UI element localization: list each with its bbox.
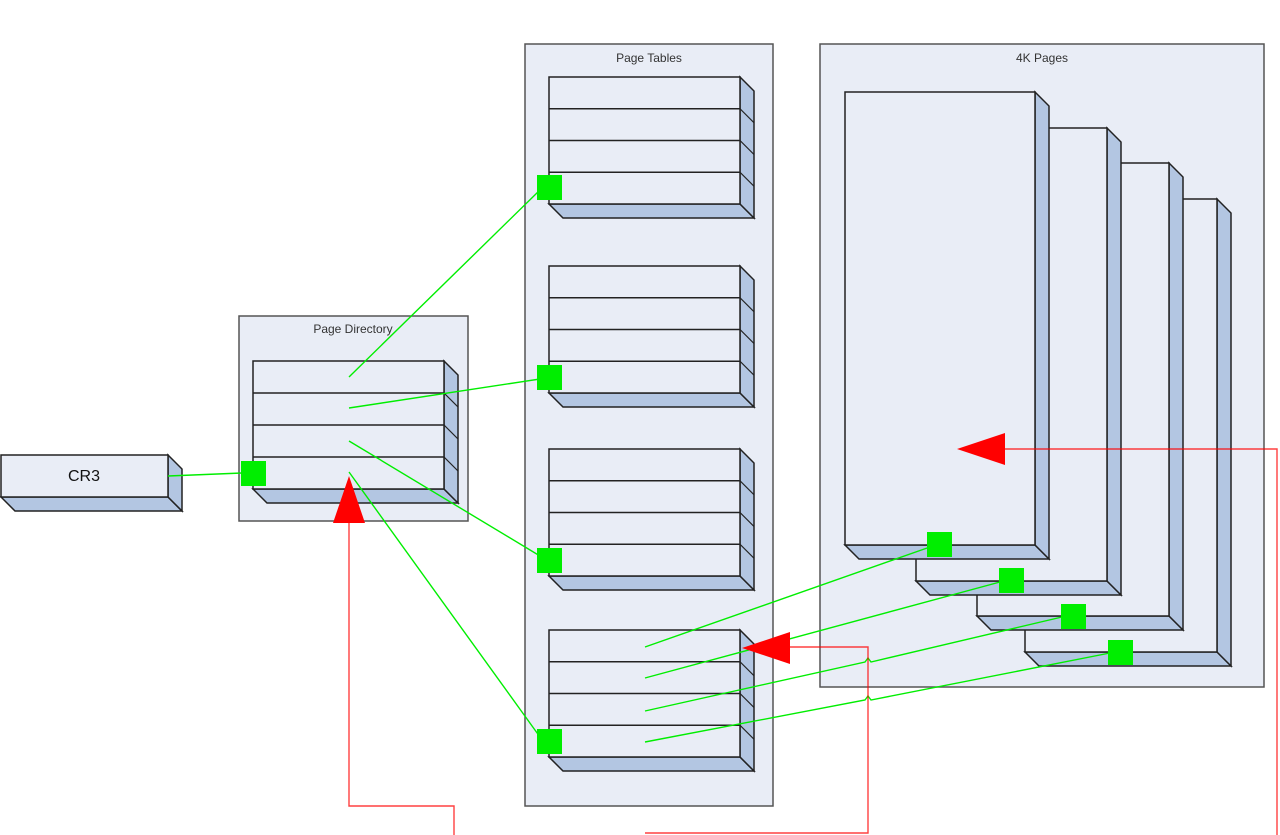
page-table-2-entry-divider [739,329,755,344]
page-table-1-bottom-face [547,203,756,219]
page-directory-title: Page Directory [313,322,392,336]
entry-pointer-marker [537,175,562,200]
page-table-4-entry-divider [739,661,755,677]
arrow-left-icon [742,632,790,664]
reference-line [1003,448,1278,835]
arrow-up-icon [333,476,365,523]
pointer-line [348,187,543,378]
pointer-line [348,378,541,409]
page-table-3-bottom-face [547,575,756,591]
reference-line [645,646,869,834]
entry-pointer-marker [537,548,562,573]
entry-pointer-marker [999,568,1024,593]
4k-pages-title: 4K Pages [1016,51,1068,65]
4k-page-1-side-face [1034,90,1050,561]
pointer-line [167,472,243,477]
entry-pointer-marker [927,532,952,557]
page-table-3-entry-divider [739,480,755,496]
page-directory-table-entry-divider [443,424,459,440]
4k-page-2-side-face [1106,126,1122,597]
4k-page-1 [844,91,1036,546]
arrow-left-icon [957,433,1005,465]
4k-page-4-side-face [1216,197,1232,668]
page-table-3-entry-divider [739,543,755,559]
page-table-2-entry-divider [739,297,755,313]
cr3-register-bottom-face [0,496,184,512]
pointer-line [348,440,541,557]
page-table-4-bottom-face [547,756,756,772]
page-table-4-entry-divider [739,693,755,708]
entry-pointer-marker [241,461,266,486]
page-directory-table-entry-divider [443,456,459,472]
4k-page-3-side-face [1168,161,1184,632]
page-table-2-bottom-face [547,392,756,408]
page-table-3-entry-divider [739,512,755,527]
page-tables-title: Page Tables [616,51,682,65]
entry-pointer-marker [1061,604,1086,629]
pointer-line [644,546,931,648]
reference-line [348,520,455,835]
page-table-1-entry-divider [739,140,755,155]
cr3-label: CR3 [68,468,100,485]
pointer-line [644,581,1001,679]
page-directory-table-entry-divider [443,392,459,408]
page-table-4-entry-divider [739,724,755,740]
cr3-register [0,454,169,498]
pointer-line [348,471,541,738]
entry-pointer-marker [537,729,562,754]
entry-pointer-marker [537,365,562,390]
page-table-2-entry-divider [739,360,755,376]
entry-pointer-marker [1108,640,1133,665]
page-table-1-entry-divider [739,108,755,124]
page-table-1-entry-divider [739,171,755,187]
